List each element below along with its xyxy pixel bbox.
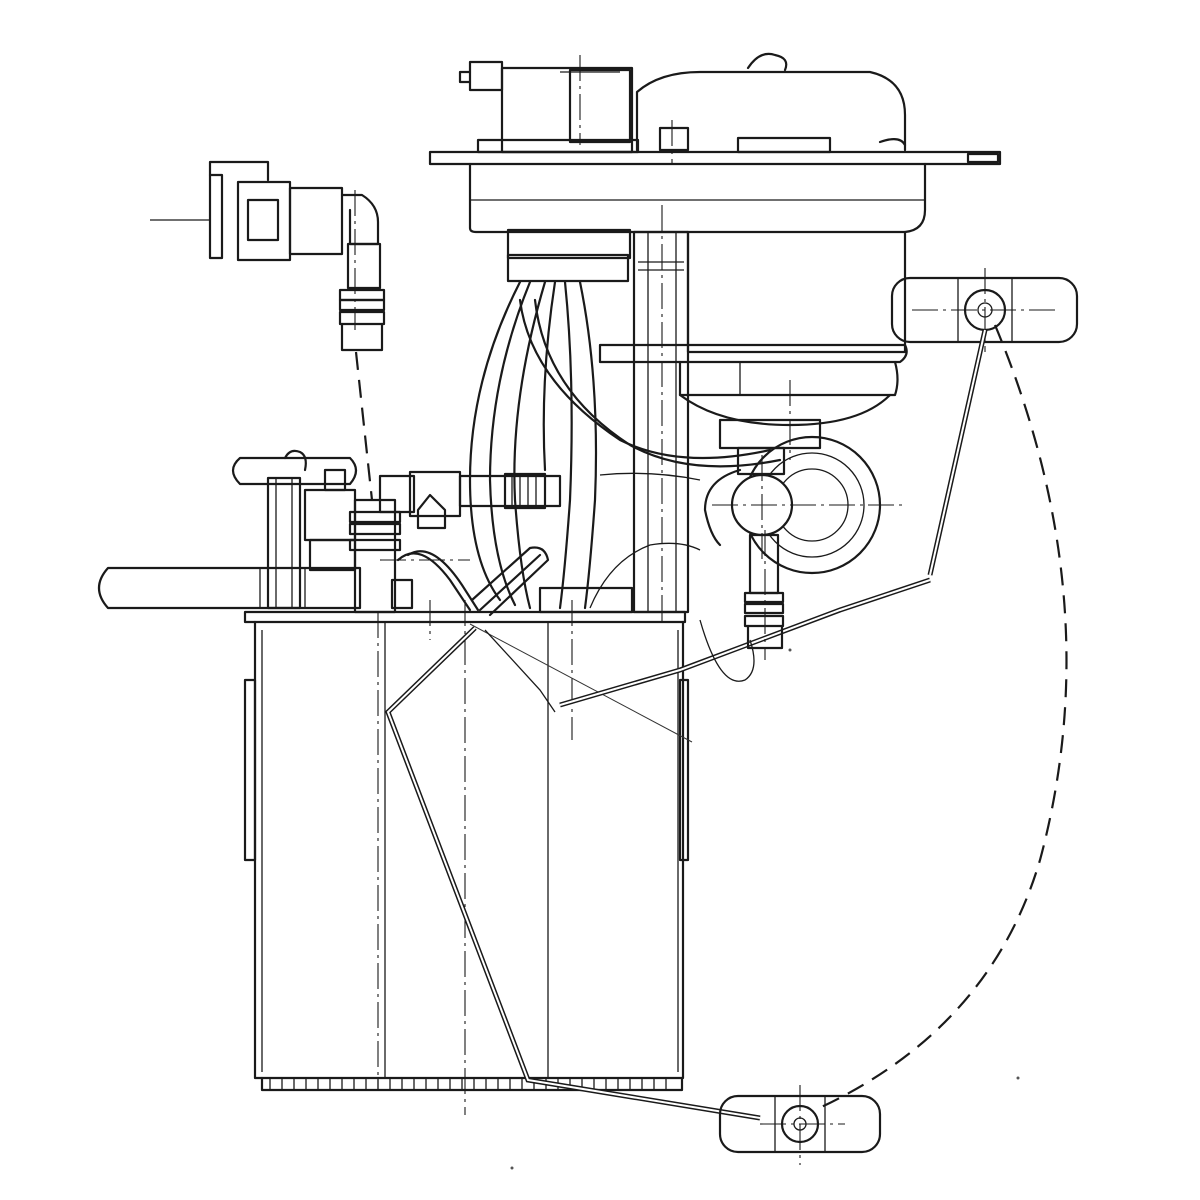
stray-dots [510,648,1020,1170]
return-pipe-left [97,566,362,610]
top-flange [428,150,1002,234]
fuel-reservoir [243,600,690,1115]
wiring-harness [468,280,782,610]
left-electrical-plug [150,160,380,330]
top-electrical-connector [458,55,640,154]
center-hose-fitting [348,470,562,614]
float-swing-arc [814,324,1068,1112]
pump-motor-body [598,230,908,450]
sender-outlet-fitting [699,530,785,682]
center-standpipe [506,205,690,625]
float-arm-low [385,626,761,1121]
float-arm-pivot-lines [469,577,931,743]
left-vertical-hose [338,242,386,501]
pump-housing-dome [635,52,907,165]
left-fittings [231,449,358,610]
level-sender [703,380,905,575]
reservoir-top-clips [390,546,634,617]
float-arm-high [927,329,988,576]
sweep-lines [380,472,701,609]
float-bottom [718,1085,882,1165]
